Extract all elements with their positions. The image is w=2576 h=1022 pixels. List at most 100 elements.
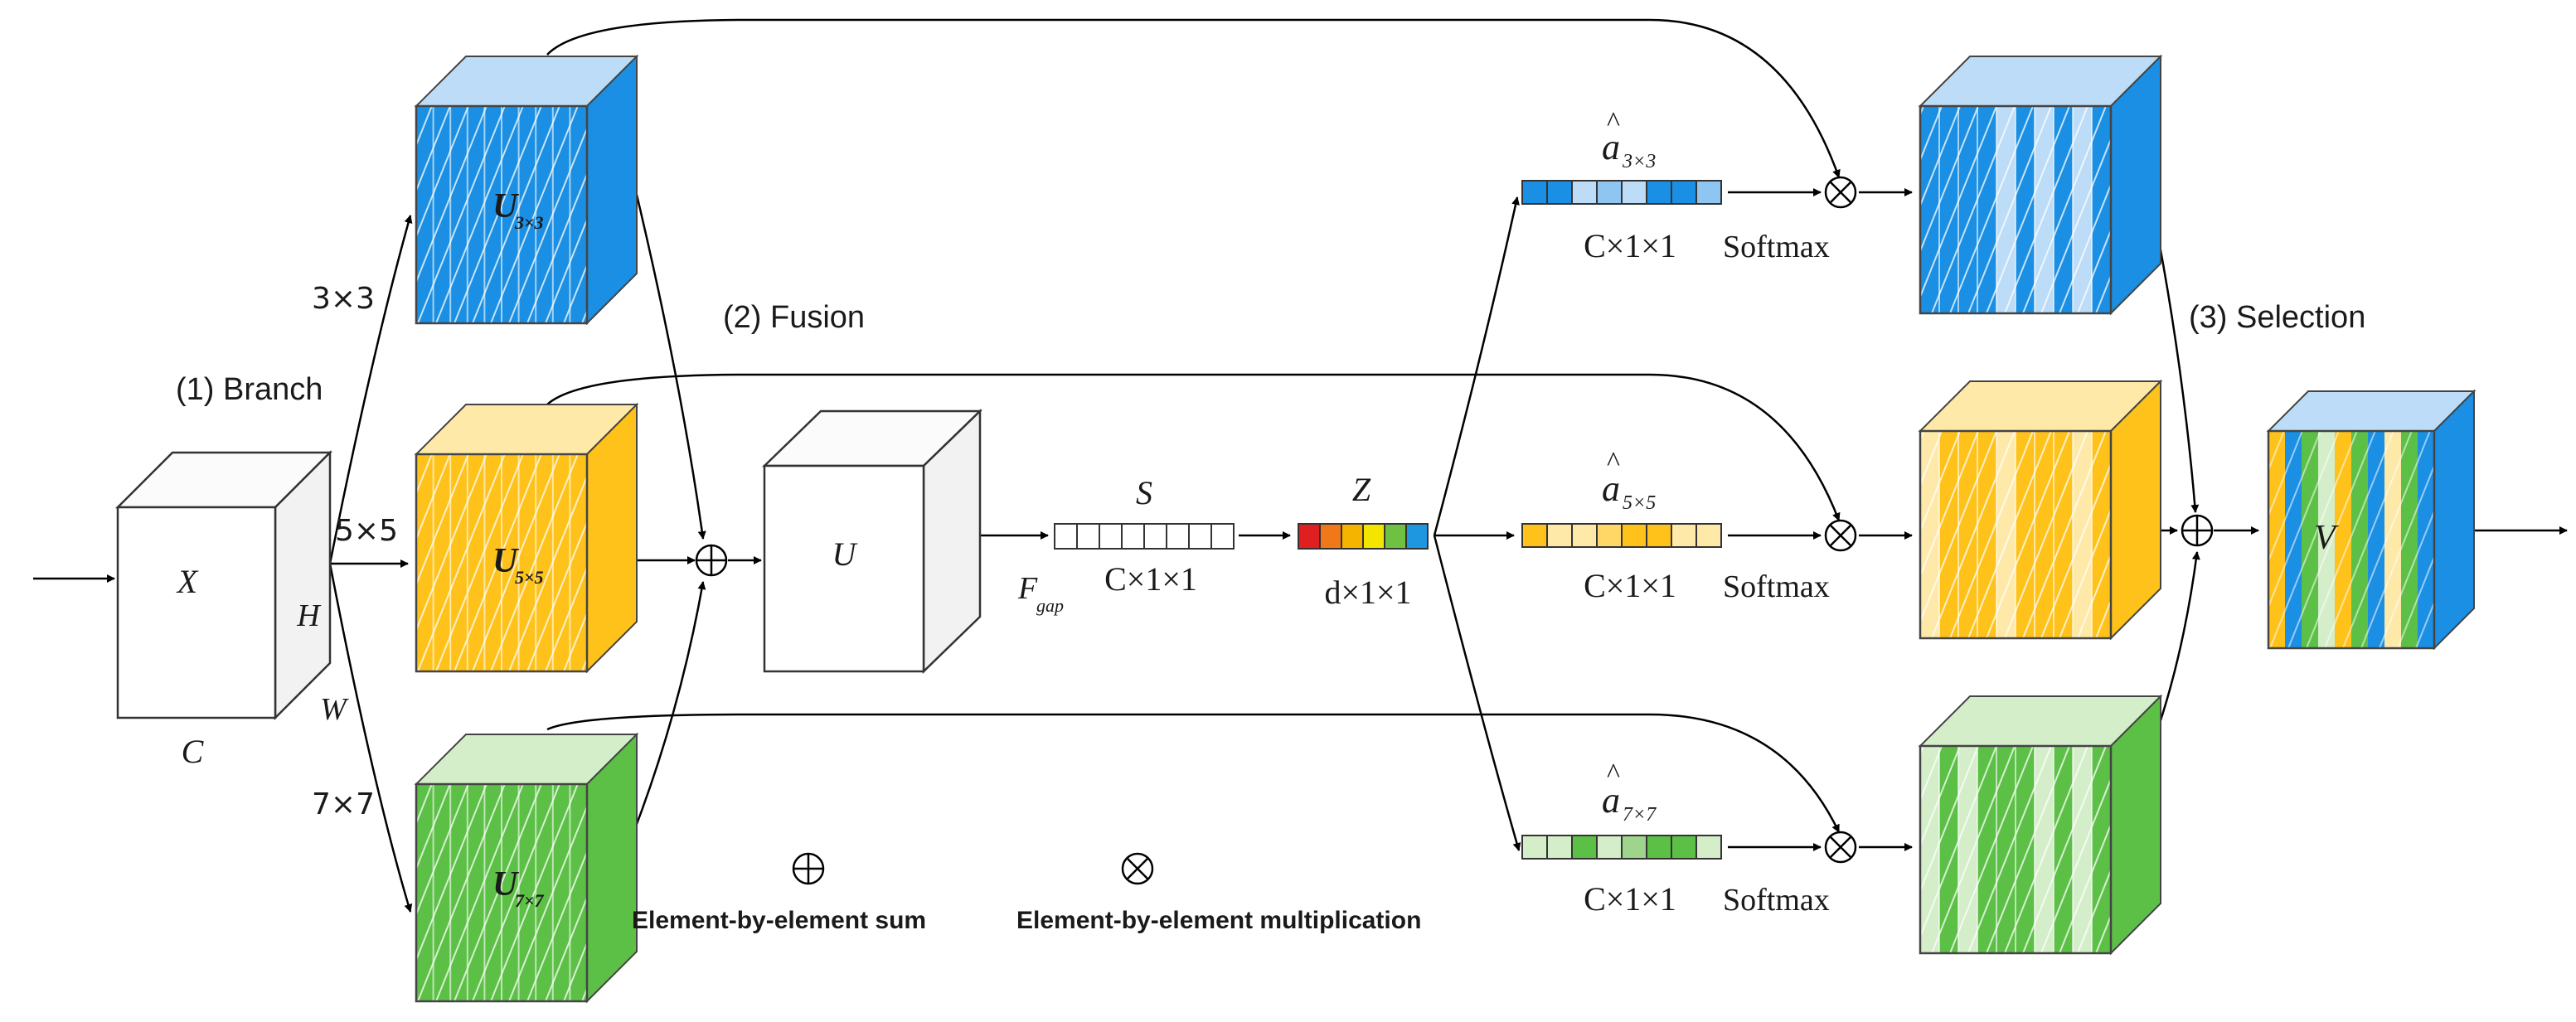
legend-sum-text: Element-by-element sum xyxy=(632,907,926,934)
stage-selection-label: (3) Selection xyxy=(2189,300,2365,335)
branch-line-3x3 xyxy=(328,215,413,564)
z-vector-cells-cell xyxy=(1341,523,1364,550)
kernel-3x3-label: 3×3 xyxy=(312,282,375,316)
selection-sum-icon xyxy=(2181,514,2214,547)
branch-u5-main: U xyxy=(492,542,520,580)
a3-vector-cell xyxy=(1646,180,1672,205)
branch-u7-sub: 7×7 xyxy=(515,890,545,911)
a7-vector-cell xyxy=(1621,835,1647,860)
a5-vector-cell xyxy=(1546,523,1573,548)
fused-cube-u xyxy=(761,409,983,674)
branch-cubes xyxy=(414,54,639,1004)
u3-to-sum xyxy=(630,173,706,540)
s-vector-cells-cell xyxy=(1099,523,1123,550)
a5-softmax: Softmax xyxy=(1723,569,1830,604)
z-to-a7 xyxy=(1433,535,1521,851)
s-vector-name: S xyxy=(1136,474,1152,511)
branch-u7-main: U xyxy=(492,865,520,903)
s-vector-cells-cell xyxy=(1054,523,1078,550)
branch-cube-u3x3 xyxy=(414,54,639,326)
z-to-a3 xyxy=(1433,196,1520,536)
legend-mult-icon xyxy=(1121,852,1154,885)
mult-icon-5x5 xyxy=(1824,519,1857,552)
a3-vector-cell xyxy=(1596,180,1623,205)
a3-main: a xyxy=(1602,127,1620,167)
a3-sub: 3×3 xyxy=(1622,151,1656,172)
connectors xyxy=(33,18,2568,913)
s-vector-cells-cell xyxy=(1188,523,1212,550)
a7-vector-cell xyxy=(1646,835,1672,860)
a7-shape: C×1×1 xyxy=(1584,880,1676,918)
a7-vector-cell xyxy=(1671,835,1697,860)
input-height-label: H xyxy=(296,598,322,633)
a7-vector xyxy=(1521,835,1722,860)
s-vector-cells-cell xyxy=(1121,523,1145,550)
a7-vector-cell xyxy=(1521,835,1548,860)
a5-vector-cell xyxy=(1596,523,1623,548)
a5-shape: C×1×1 xyxy=(1584,567,1676,604)
skip-u5 xyxy=(546,373,1841,521)
branch-line-7x7 xyxy=(328,563,413,913)
s-vector-cells xyxy=(1054,523,1235,550)
a5-vector-cell xyxy=(1521,523,1548,548)
z-vector-cells-cell xyxy=(1362,523,1385,550)
fused-cube-label: U xyxy=(832,535,859,573)
a7-sub: 7×7 xyxy=(1623,804,1657,826)
s-vector-shape: C×1×1 xyxy=(1104,560,1197,598)
a7-vector-cell xyxy=(1571,835,1598,860)
a5-vector-cell xyxy=(1696,523,1722,548)
legend-mult-text: Element-by-element multiplication xyxy=(1016,907,1421,934)
a3-vector xyxy=(1521,180,1722,205)
branch-cube-u7x7 xyxy=(414,732,639,1004)
a5-vector-cell xyxy=(1621,523,1647,548)
input-channel-label: C xyxy=(182,733,205,770)
output-v-label: V xyxy=(2314,519,2339,557)
branch-u3-sub: 3×3 xyxy=(514,212,544,233)
s-vector-cells-cell xyxy=(1210,523,1235,550)
z-vector-cells xyxy=(1298,523,1429,550)
branch-u5-sub: 5×5 xyxy=(515,567,544,588)
fusion-sum-icon xyxy=(695,544,728,577)
attention-vectors xyxy=(1521,180,1722,860)
a3-vector-cell xyxy=(1521,180,1548,205)
a5-hat: ^ xyxy=(1607,447,1620,477)
branch-u3-main: U xyxy=(492,187,520,225)
z-vector-cells-cell xyxy=(1298,523,1321,550)
input-cube-label: X xyxy=(176,563,199,600)
weighted-cube-3x3 xyxy=(1918,54,2163,316)
s-vector xyxy=(1054,523,1235,550)
a5-vector-cell xyxy=(1671,523,1697,548)
a7-vector-cell xyxy=(1596,835,1623,860)
a7-softmax: Softmax xyxy=(1723,883,1830,918)
a5-main: a xyxy=(1602,468,1620,509)
a7-vector-cell xyxy=(1546,835,1573,860)
skip-u3 xyxy=(546,18,1841,178)
z-vector xyxy=(1298,523,1429,550)
stage-branch-label: (1) Branch xyxy=(176,372,323,407)
a5-vector xyxy=(1521,523,1722,548)
a3-vector-cell xyxy=(1621,180,1647,205)
z-vector-cells-cell xyxy=(1319,523,1342,550)
a3-vector-cell xyxy=(1671,180,1697,205)
z-vector-cells-cell xyxy=(1405,523,1429,550)
a3-vector-cell xyxy=(1546,180,1573,205)
a5-sub: 5×5 xyxy=(1623,492,1656,514)
z-vector-cells-cell xyxy=(1384,523,1407,550)
gap-op-sub: gap xyxy=(1036,595,1064,616)
a7-main: a xyxy=(1602,780,1620,821)
a5-vector-cell xyxy=(1646,523,1672,548)
z-vector-shape: d×1×1 xyxy=(1324,574,1411,611)
a7-vector-cell xyxy=(1696,835,1722,860)
output-cube-v xyxy=(2266,389,2477,651)
input-width-label: W xyxy=(320,692,349,727)
a3-vector-cell xyxy=(1696,180,1722,205)
s-vector-cells-cell xyxy=(1166,523,1190,550)
a7-hat: ^ xyxy=(1607,758,1620,789)
mult-icon-3x3 xyxy=(1824,176,1857,209)
legend-sum-icon xyxy=(792,852,825,885)
a3-shape: C×1×1 xyxy=(1584,227,1676,264)
mult-icon-7x7 xyxy=(1824,831,1857,864)
a3-hat: ^ xyxy=(1607,107,1620,138)
output-cubes xyxy=(1918,54,2477,956)
